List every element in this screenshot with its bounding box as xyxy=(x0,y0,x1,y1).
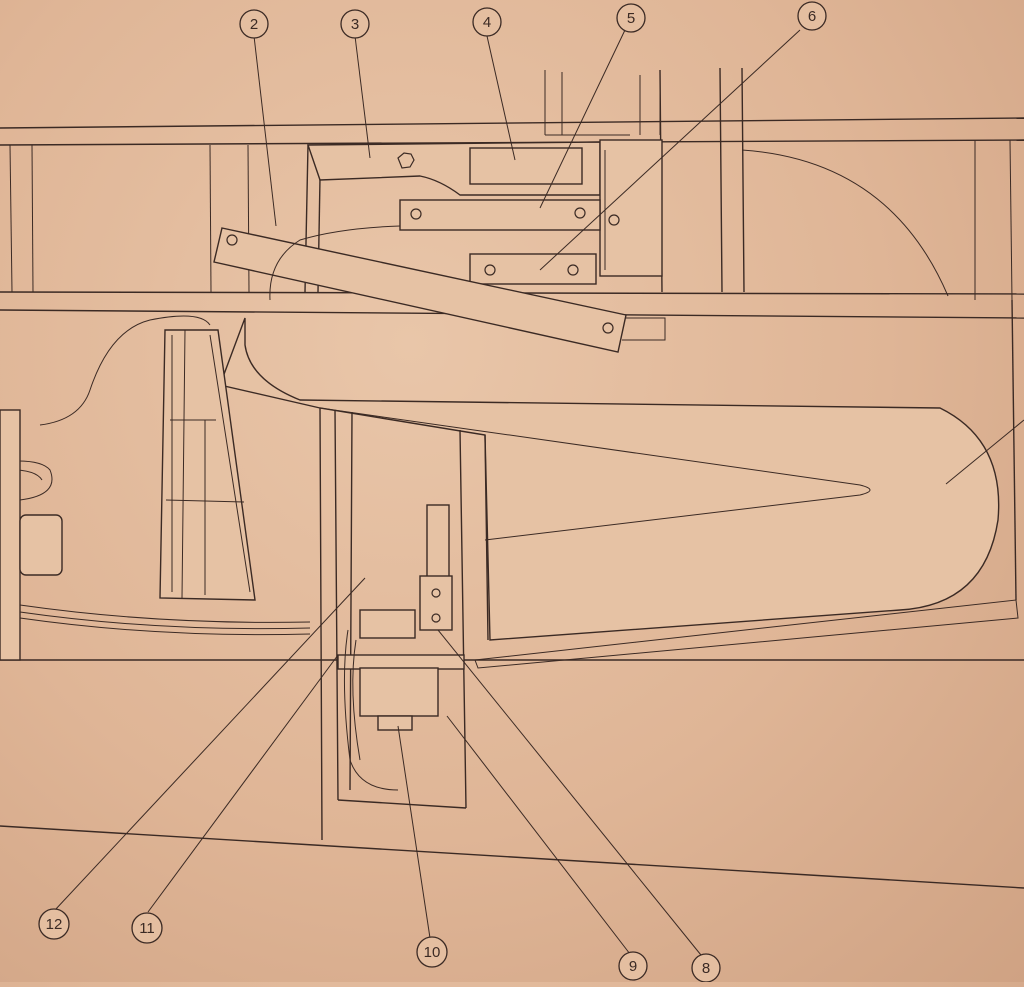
hex-nut-icon xyxy=(397,152,415,169)
callout-11: 11 xyxy=(131,912,163,944)
part-4-block xyxy=(469,147,583,185)
callout-8: 8 xyxy=(691,953,721,983)
callout-label: 4 xyxy=(483,14,491,31)
screw-icon xyxy=(574,207,586,219)
screw-icon xyxy=(431,613,441,623)
screw-icon xyxy=(431,588,441,598)
part-10-motor xyxy=(359,667,439,717)
callout-label: 10 xyxy=(424,944,441,961)
callout-5: 5 xyxy=(616,3,646,33)
callout-label: 11 xyxy=(139,920,155,937)
callout-label: 2 xyxy=(250,16,258,33)
screw-icon xyxy=(567,264,579,276)
screw-icon xyxy=(484,264,496,276)
callout-label: 3 xyxy=(351,16,359,33)
part-5-plate xyxy=(399,199,601,231)
callout-3: 3 xyxy=(340,9,370,39)
motor-housing xyxy=(319,407,489,841)
callout-label: 9 xyxy=(629,958,637,975)
callouts: 2 3 4 5 6 8 9 10 11 12 xyxy=(38,1,827,983)
callout-label: 8 xyxy=(702,960,710,977)
frame xyxy=(0,117,1024,889)
arm-assembly xyxy=(219,317,1019,669)
callout-4: 4 xyxy=(472,7,502,37)
callout-10: 10 xyxy=(416,936,448,968)
callout-2: 2 xyxy=(239,9,269,39)
leader-lines xyxy=(54,29,1024,961)
part-2-bar xyxy=(213,225,627,353)
screw-icon xyxy=(608,214,620,226)
callout-label: 12 xyxy=(46,916,63,933)
callout-12: 12 xyxy=(38,908,70,940)
screw-icon xyxy=(602,322,614,334)
callout-9: 9 xyxy=(618,951,648,981)
callout-label: 5 xyxy=(627,10,635,27)
screw-icon xyxy=(226,234,238,246)
upper-mount xyxy=(304,67,949,341)
callout-label: 6 xyxy=(808,8,816,25)
callout-6: 6 xyxy=(797,1,827,31)
battery-pack xyxy=(0,315,311,661)
screw-icon xyxy=(410,208,422,220)
